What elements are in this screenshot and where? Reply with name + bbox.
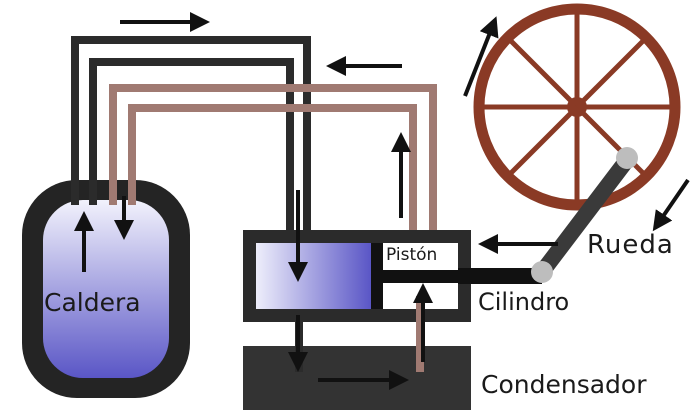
pipe-return [109, 84, 437, 240]
label-cilindro: Cilindro [478, 288, 570, 316]
flow-arrows [74, 12, 690, 390]
label-rueda: Rueda [587, 230, 674, 260]
label-piston: Pistón [384, 245, 440, 265]
arrow-wheel-up [463, 16, 499, 97]
label-caldera: Caldera [44, 288, 141, 317]
wheel [473, 3, 681, 211]
label-condensador: Condensador [481, 370, 647, 399]
arrow-wheel-down [652, 178, 690, 232]
pipe-boiler-to-cylinder [71, 36, 311, 235]
boiler [22, 180, 190, 398]
connecting-rod [531, 147, 638, 283]
